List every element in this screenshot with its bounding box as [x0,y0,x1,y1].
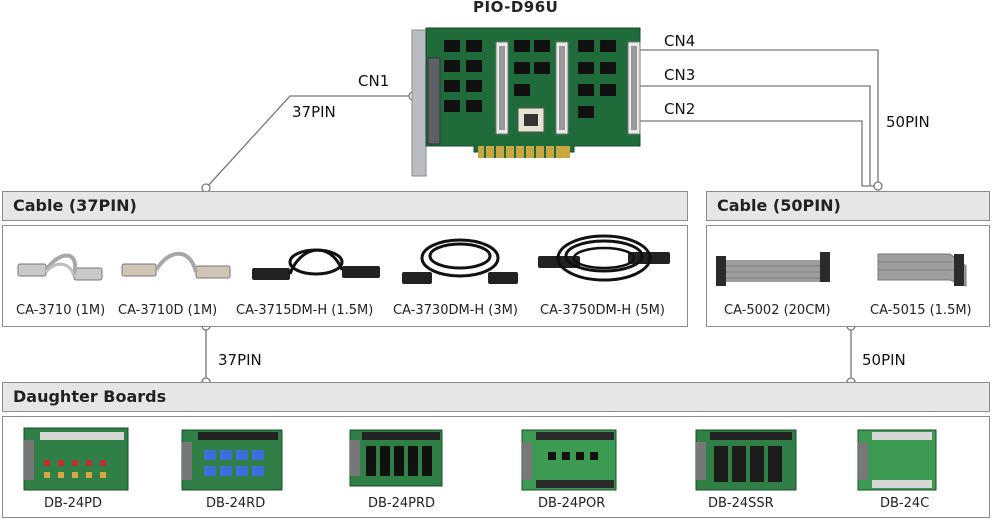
cable-caption: CA-3710 (1M) [16,303,106,318]
cn3-label: CN3 [664,66,696,84]
cable50-section-title: Cable (50PIN) [706,191,990,221]
board-caption: DB-24RD [206,496,266,511]
cable-caption: CA-5002 (20CM) [724,303,831,318]
cn4-label: CN4 [664,32,696,50]
board-caption: DB-24C [880,496,930,511]
board-caption: DB-24PD [44,496,103,511]
cable-caption: CA-3730DM-H (3M) [393,303,518,318]
cn2-node [497,116,507,126]
cn4-node [631,45,641,55]
cable50-node [873,181,883,191]
cn2-label: CN2 [664,100,696,118]
board-caption: DB-24PRD [368,496,436,511]
board-caption: DB-24POR [538,496,606,511]
cn1-node [408,91,418,101]
card-title: PIO-D96U [473,0,559,16]
cn4-line [636,49,879,186]
cable-caption: CA-3715DM-H (1.5M) [236,303,374,318]
cable-caption: CA-3710D (1M) [118,303,218,318]
cable37-section-title: Cable (37PIN) [2,191,688,221]
daughter-section-title: Daughter Boards [2,382,990,412]
board-caption: DB-24SSR [708,496,774,511]
cn1-label: CN1 [358,72,390,90]
cn1-line [205,95,413,189]
pin50-mid-label: 50PIN [862,351,906,369]
cn3-line [562,85,871,186]
pin37-mid-label: 37PIN [218,351,262,369]
cable-caption: CA-5015 (1.5M) [870,303,972,318]
daughter-panel [2,416,990,518]
cn3-node [558,86,568,96]
cable-caption: CA-3750DM-H (5M) [540,303,665,318]
cn2-line [502,120,878,187]
pin37-top-label: 37PIN [292,103,336,121]
pin50-top-label: 50PIN [886,113,930,131]
